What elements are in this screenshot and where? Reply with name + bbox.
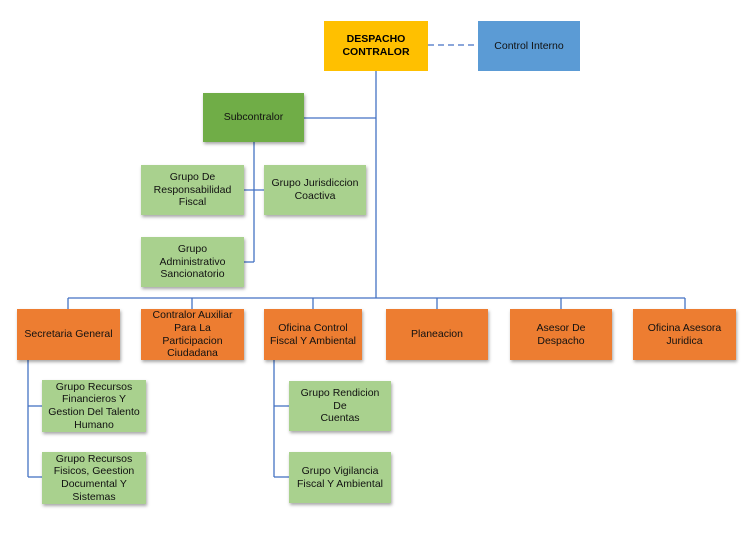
grupo-responsabilidad-fiscal-box[interactable]: Grupo De Responsabilidad Fiscal: [141, 165, 244, 215]
grupo-recursos-fisicos-box[interactable]: Grupo Recursos Fisicos, Geestion Documen…: [42, 452, 146, 504]
grupo-jurisdiccion-coactiva-box[interactable]: Grupo Jurisdiccion Coactiva: [264, 165, 366, 215]
oficina-asesora-juridica-box[interactable]: Oficina Asesora Juridica: [633, 309, 736, 360]
grupo-recursos-financieros-box[interactable]: Grupo Recursos Financieros Y Gestion Del…: [42, 380, 146, 432]
grupo-vigilancia-fiscal-box[interactable]: Grupo Vigilancia Fiscal Y Ambiental: [289, 452, 391, 503]
despacho-contralor-box[interactable]: DESPACHO CONTRALOR: [324, 21, 428, 71]
contralor-auxiliar-box[interactable]: Contralor Auxiliar Para La Participacion…: [141, 309, 244, 360]
oficina-control-fiscal-box[interactable]: Oficina Control Fiscal Y Ambiental: [264, 309, 362, 360]
planeacion-box[interactable]: Planeacion: [386, 309, 488, 360]
grupo-rendicion-cuentas-box[interactable]: Grupo Rendicion De Cuentas: [289, 381, 391, 431]
subcontralor-box[interactable]: Subcontralor: [203, 93, 304, 142]
secretaria-general-box[interactable]: Secretaria General: [17, 309, 120, 360]
grupo-administrativo-sancionatorio-box[interactable]: Grupo Administrativo Sancionatorio: [141, 237, 244, 287]
control-interno-box[interactable]: Control Interno: [478, 21, 580, 71]
asesor-despacho-box[interactable]: Asesor De Despacho: [510, 309, 612, 360]
